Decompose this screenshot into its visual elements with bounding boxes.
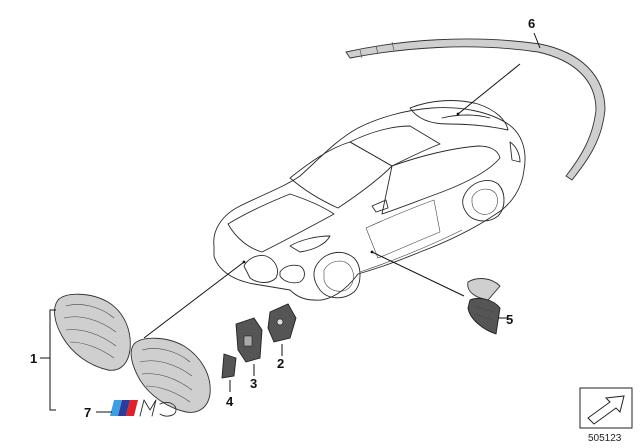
callout-7: 7	[84, 405, 91, 420]
rear-spoiler-part	[345, 38, 606, 181]
callout-4: 4	[226, 394, 234, 409]
m-badge-part	[110, 399, 177, 417]
callout-3: 3	[250, 376, 257, 391]
leader-lines	[40, 32, 541, 413]
trim-part-4	[221, 353, 237, 379]
callout-1: 1	[30, 351, 37, 366]
diagram-number: 505123	[588, 433, 622, 444]
kidney-grille-part	[54, 293, 211, 413]
callout-2: 2	[277, 356, 284, 371]
car-outline	[213, 100, 526, 301]
bracket-part-2	[267, 303, 297, 343]
nav-arrow-icon[interactable]	[579, 387, 633, 429]
callout-6: 6	[528, 16, 535, 31]
callout-5: 5	[506, 312, 513, 327]
side-trim-part-5	[467, 278, 501, 335]
bracket-part-3	[235, 317, 263, 363]
